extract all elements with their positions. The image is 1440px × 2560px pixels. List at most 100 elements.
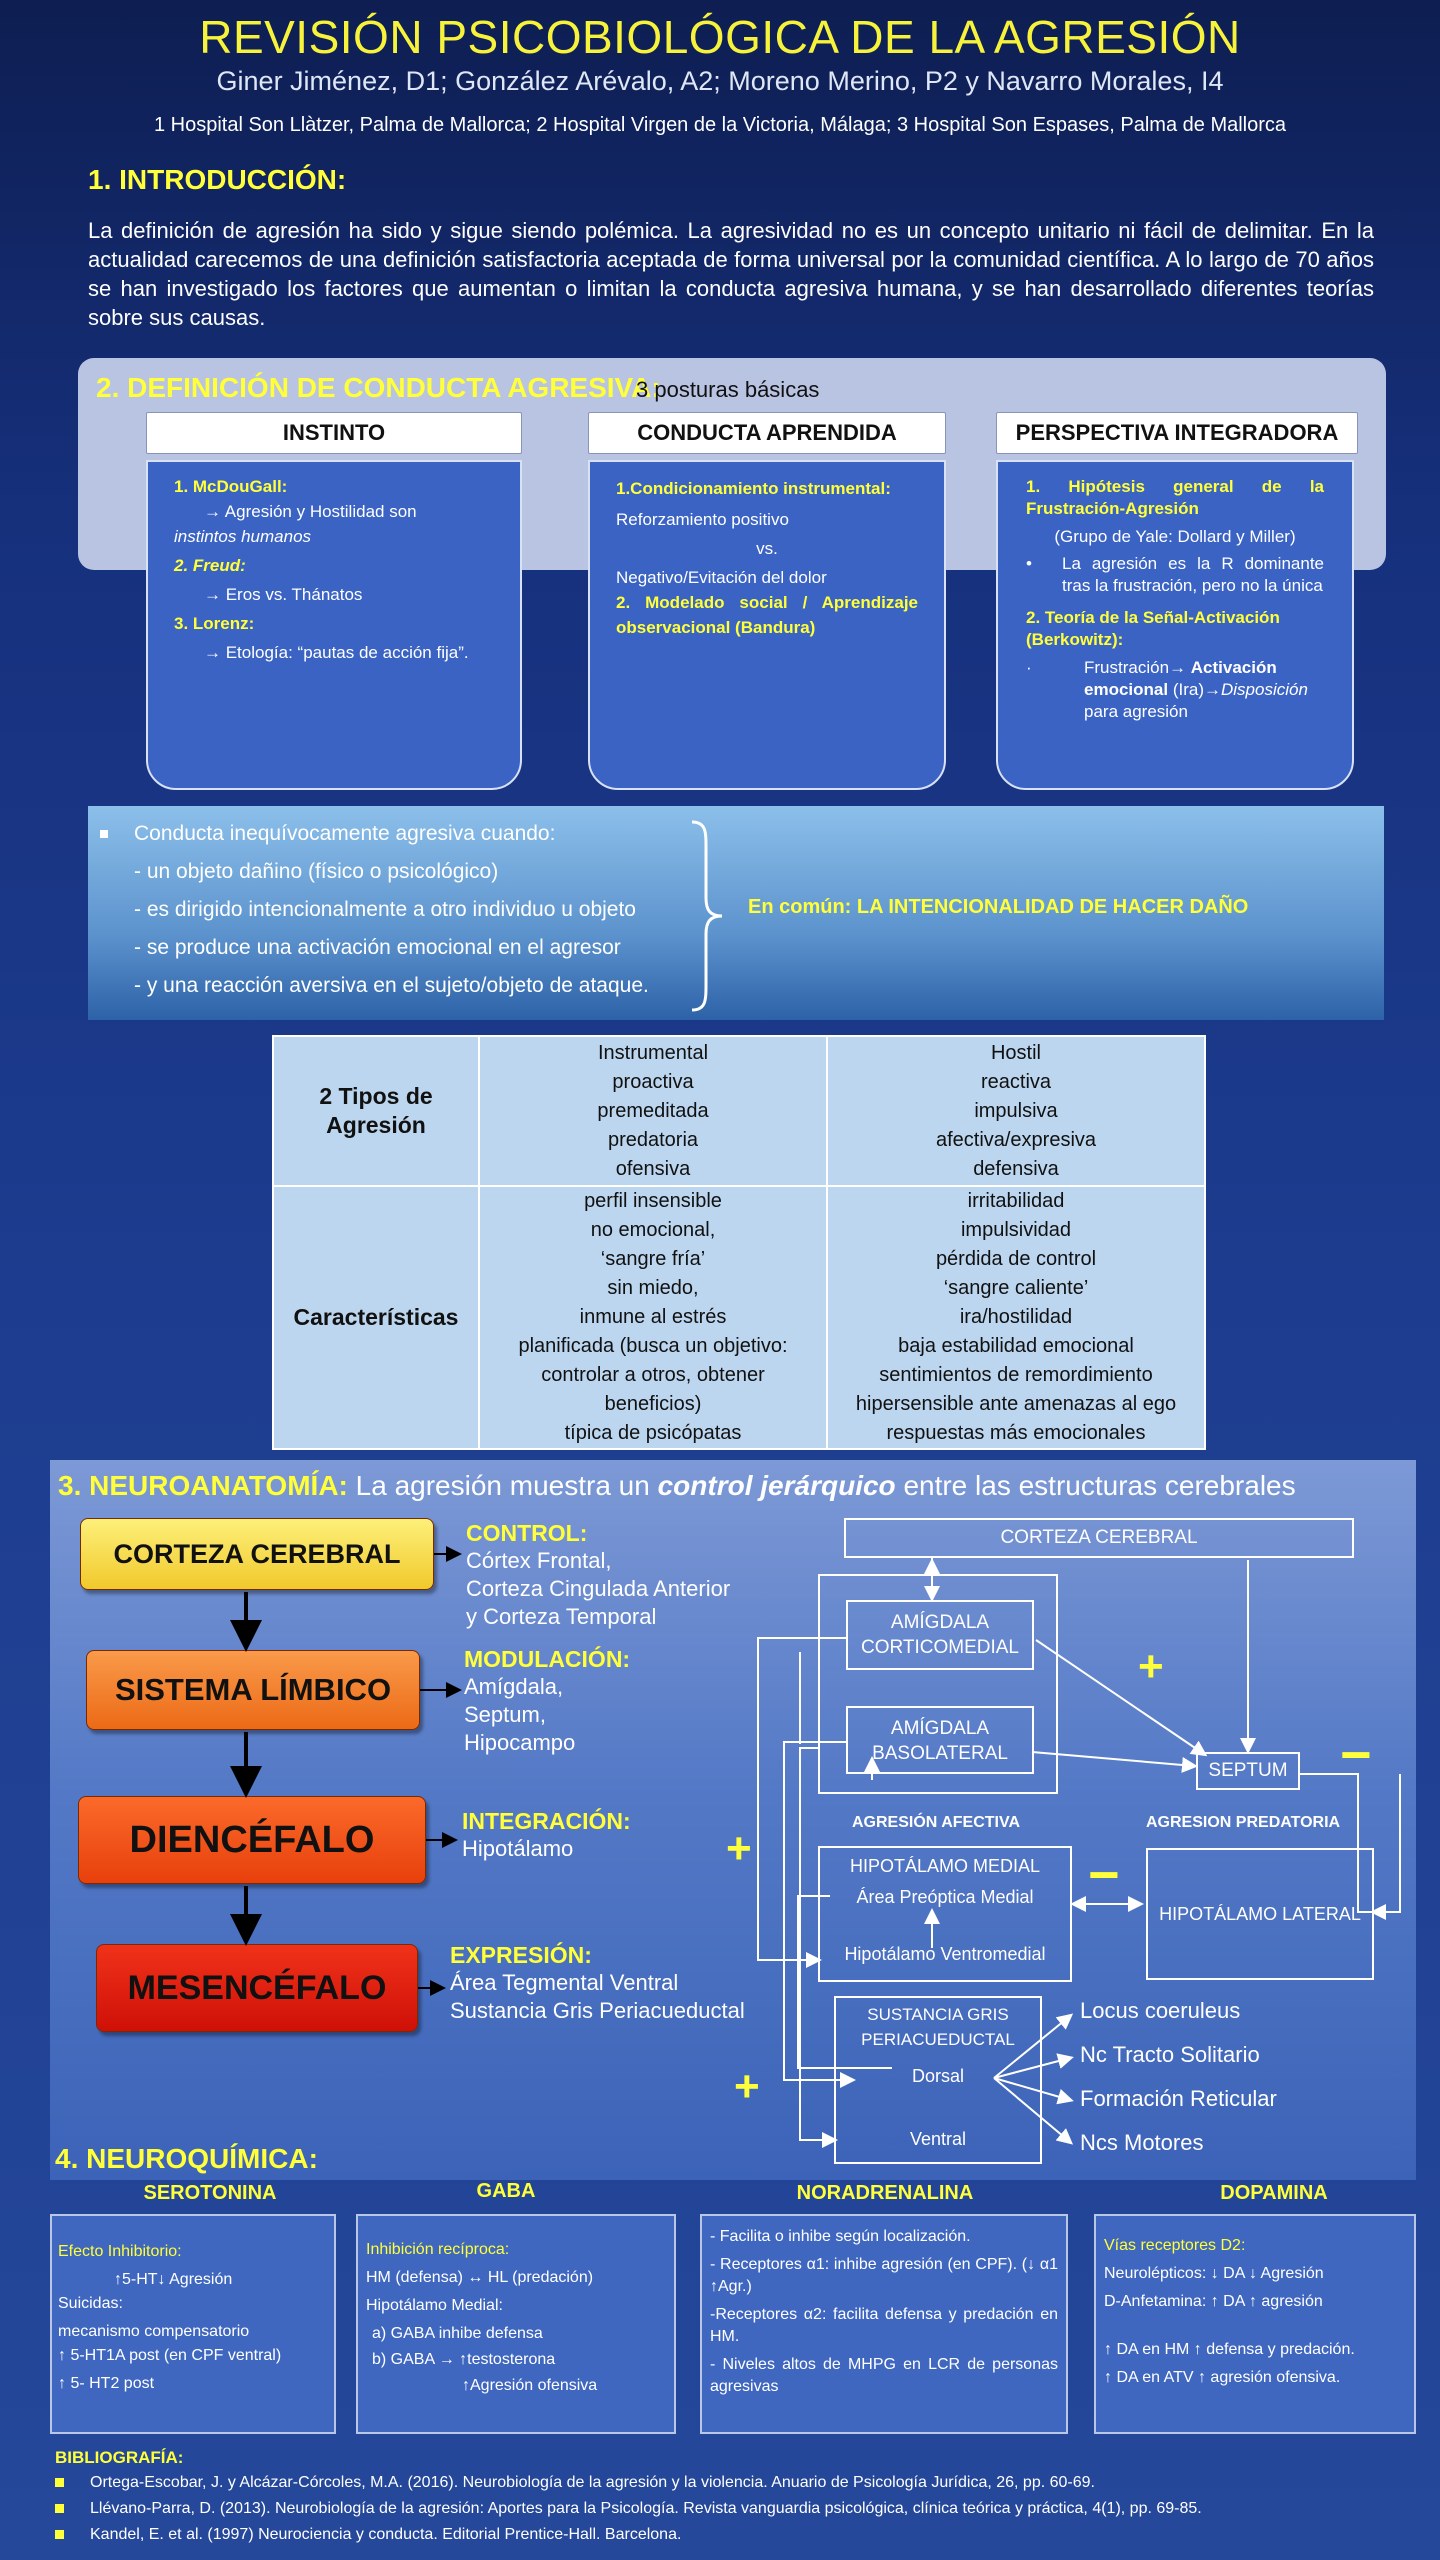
column-box-perspectiva-integradora: 1. Hipótesis general de la Frustración-A… [996, 460, 1354, 790]
cell-instrumental-traits: perfil insensible no emocional, ‘sangre fr… [478, 1185, 828, 1450]
cell-line: Instrumental [597, 1041, 709, 1064]
plus-sign: + [1138, 1642, 1164, 1691]
instinto-line-5: → Eros vs. Thánatos [204, 585, 363, 604]
cell-line: ‘sangre caliente’ [943, 1277, 1089, 1299]
bibliography-item: Llévano-Parra, D. (2013). Neurobiología … [55, 2500, 1202, 2518]
instinto-line-6: 3. Lorenz: [174, 614, 255, 633]
bibliography-item: Kandel, E. et al. (1997) Neurociencia y … [55, 2526, 681, 2544]
criteria-box [88, 806, 1384, 1020]
criteria-item: - se produce una activación emocional en… [134, 936, 621, 959]
table-row: Características perfil insensible no emoc… [272, 1185, 1206, 1450]
level-label-limbico: MODULACIÓN: Amígdala, Septum, Hipocampo [464, 1646, 631, 1755]
output-ncs-motores: Ncs Motores [1080, 2130, 1204, 2155]
aprendida-line-2: Reforzamiento positivo [616, 510, 789, 529]
cell-line: planificada (busca un objetivo: [518, 1335, 788, 1357]
integradora-line-3: •La agresión es la R dominante tras la f… [1026, 554, 1324, 595]
cell-line: perfil insensible [584, 1190, 722, 1212]
level-box-corteza: CORTEZA CEREBRAL [80, 1518, 434, 1590]
instinto-line-4: 2. Freud: [174, 556, 246, 575]
column-header-conducta-aprendida: CONDUCTA APRENDIDA [588, 412, 946, 454]
cell-line: hipersensible ante amenazas al ego [855, 1393, 1177, 1415]
output-formacion-reticular: Formación Reticular [1080, 2086, 1277, 2111]
cell-line: inmune al estrés [579, 1306, 727, 1328]
neurochem-box-gaba: Inhibición recíproca: HM (defensa) ↔ HL … [356, 2214, 676, 2434]
neurochem-head-noradrenalina: NORADRENALINA [796, 2182, 974, 2204]
diagram-amygdala-frame [818, 1574, 1058, 1794]
level-label-corteza: CONTROL: Córtex Frontal, Corteza Cingula… [466, 1520, 731, 1629]
cell-line: baja estabilidad emocional [898, 1335, 1134, 1357]
neuroanatomy-title: 3. NEUROANATOMÍA: La agresión muestra un… [58, 1470, 1296, 1501]
criteria-item: - y una reacción aversiva en el sujeto/o… [134, 974, 649, 997]
square-bullet-icon [55, 2530, 64, 2540]
minus-sign: − [1340, 1725, 1372, 1785]
diagram-corteza-cerebral: CORTEZA CEREBRAL [844, 1518, 1354, 1558]
cell-line: impulsiva [974, 1099, 1058, 1122]
neurochem-box-serotonina: Efecto Inhibitorio: ↑5-HT↓ Agresión Suic… [50, 2214, 336, 2434]
label-agresion-predatoria: AGRESION PREDATORIA [1146, 1814, 1341, 1831]
cell-line: afectiva/expresiva [935, 1128, 1097, 1151]
aprendida-line-4: Negativo/Evitación del dolor [616, 568, 827, 587]
affiliations-line: 1 Hospital Son Llàtzer, Palma de Mallorc… [153, 114, 1287, 136]
aprendida-line-3: vs. [756, 539, 778, 558]
cell-line: sin miedo, [607, 1277, 699, 1299]
cell-line: premeditada [597, 1099, 709, 1122]
bullet-dot-icon: • [1026, 554, 1032, 573]
cell-line: irritabilidad [967, 1190, 1065, 1212]
instinto-line-2: → Agresión y Hostilidad son [204, 502, 417, 521]
definition-subtitle: 3 posturas básicas [636, 377, 820, 402]
intro-text: La definición de agresión ha sido y sigu… [88, 218, 1374, 330]
level-label-diencefalo: INTEGRACIÓN: Hipotálamo [462, 1808, 631, 1861]
criteria-common: En común: LA INTENCIONALIDAD DE HACER DA… [748, 896, 1249, 918]
plus-sign: + [734, 2062, 760, 2111]
cell-line: respuestas más emocionales [886, 1422, 1146, 1444]
instinto-line-7: → Etología: “pautas de acción fija”. [204, 643, 469, 662]
cell-line: pérdida de control [935, 1248, 1097, 1270]
square-bullet-icon [55, 2478, 64, 2488]
column-box-conducta-aprendida: 1.Condicionamiento instrumental: Reforza… [588, 460, 946, 790]
intro-title: 1. INTRODUCCIÓN: [88, 164, 347, 195]
instinto-line-3: instintos humanos [174, 527, 312, 546]
cell-hostil-traits: irritabilidad impulsividad pérdida de cont… [826, 1185, 1206, 1450]
cell-line: no emocional, [590, 1219, 716, 1241]
diagram-hipotalamo-medial: HIPOTÁLAMO MEDIAL Área Preóptica Medial … [818, 1846, 1072, 1982]
integradora-line-1: 1. Hipótesis general de la Frustración-A… [1026, 477, 1324, 518]
cell-line: ‘sangre fría’ [600, 1248, 706, 1270]
cell-line: ira/hostilidad [959, 1306, 1073, 1328]
neurochem-head-dopamina: DOPAMINA [1220, 2182, 1328, 2204]
diagram-amigdala-corticomedial: AMÍGDALA CORTICOMEDIAL [846, 1600, 1034, 1670]
level-box-limbico: SISTEMA LÍMBICO [86, 1650, 420, 1730]
cell-line: controlar a otros, obtener [541, 1364, 765, 1386]
integradora-line-4: 2. Teoría de la Señal-Activación (Berkow… [1026, 608, 1280, 649]
cell-line: ofensiva [615, 1157, 691, 1180]
cell-instrumental: Instrumental proactiva premeditada predator… [478, 1035, 828, 1187]
diagram-sustancia-gris: SUSTANCIA GRIS PERIACUEDUCTAL Dorsal Ven… [834, 1996, 1042, 2164]
integradora-line-2: (Grupo de Yale: Dollard y Miller) [1054, 527, 1296, 546]
cell-line: impulsividad [960, 1219, 1072, 1241]
neurochem-box-noradrenalina: - Facilita o inhibe según localización. … [700, 2214, 1068, 2434]
row-header-caracteristicas: Características [272, 1185, 480, 1450]
aprendida-line-1: 1.Condicionamiento instrumental: [616, 479, 891, 498]
poster-title: REVISIÓN PSICOBIOLÓGICA DE LA AGRESIÓN [199, 11, 1241, 63]
diagram-amigdala-basolateral: AMÍGDALA BASOLATERAL [846, 1706, 1034, 1774]
diagram-hipotalamo-lateral: HIPOTÁLAMO LATERAL [1146, 1848, 1374, 1980]
cell-line: sentimientos de remordimiento [879, 1364, 1153, 1386]
neurochem-head-serotonina: SEROTONINA [143, 2182, 277, 2204]
cell-line: proactiva [612, 1070, 694, 1093]
neurochem-head-gaba: GABA [476, 2180, 536, 2202]
cell-line: predatoria [607, 1128, 699, 1151]
cell-line: defensiva [973, 1157, 1059, 1180]
column-header-perspectiva-integradora: PERSPECTIVA INTEGRADORA [996, 412, 1358, 454]
criteria-lead: Conducta inequívocamente agresiva cuando… [100, 822, 555, 846]
diagram-septum: SEPTUM [1196, 1752, 1300, 1790]
cell-line: Hostil [990, 1041, 1041, 1064]
integradora-line-5: ·Frustración→ Activación emocional (Ira)… [1026, 658, 1308, 721]
column-header-instinto: INSTINTO [146, 412, 522, 454]
cell-line: beneficios) [604, 1393, 702, 1415]
neurochem-box-dopamina: Vías receptores D2: Neurolépticos: ↓ DA … [1094, 2214, 1416, 2434]
cell-line: típica de psicópatas [564, 1422, 742, 1444]
instinto-line-1: 1. McDouGall: [174, 477, 288, 496]
